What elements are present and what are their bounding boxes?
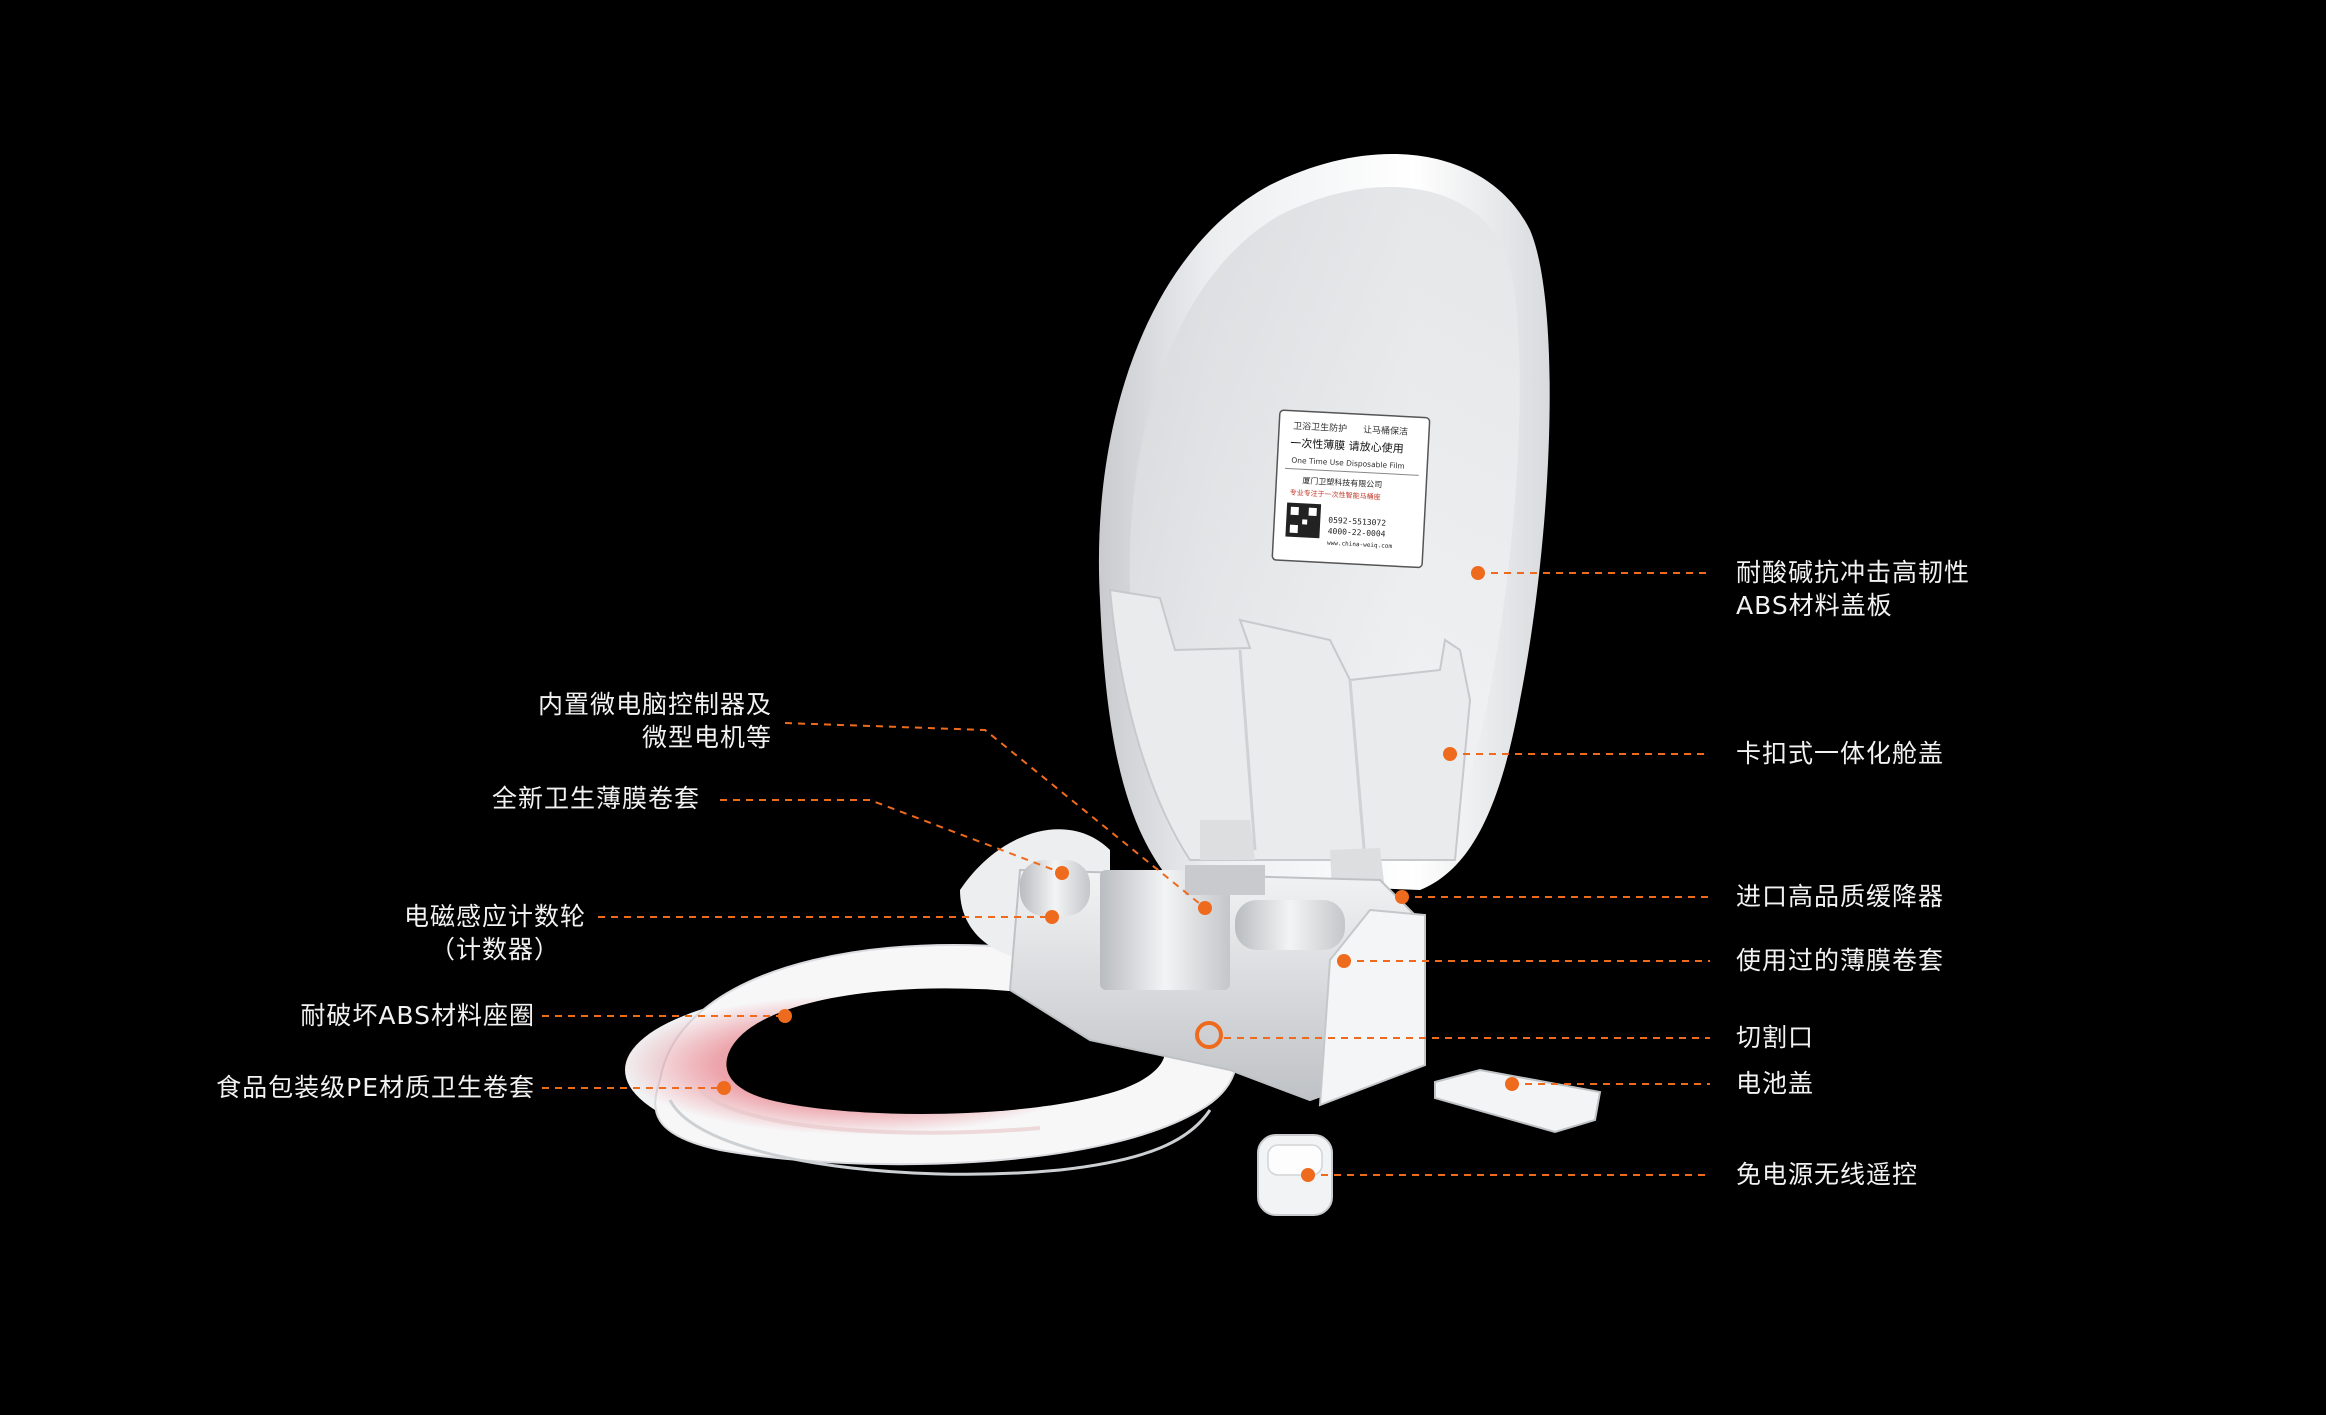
- label-lid-line2: ABS材料盖板: [1736, 591, 1893, 620]
- battery-cover: [1434, 1068, 1602, 1134]
- remote-control: [1257, 1134, 1333, 1216]
- label-controller: 内置微电脑控制器及 微型电机等: [500, 688, 772, 754]
- label-lid: 耐酸碱抗冲击高韧性 ABS材料盖板: [1736, 556, 1970, 622]
- seat-ring: [620, 944, 1238, 1176]
- label-pe-cover: 食品包装级PE材质卫生卷套: [216, 1073, 535, 1102]
- label-counter-line2: （计数器）: [429, 935, 560, 964]
- sticker-line1b: 让马桶保洁: [1363, 423, 1409, 437]
- sticker-line4: 厦门卫塑科技有限公司: [1302, 475, 1382, 489]
- label-cut-opening: 切割口: [1736, 1023, 1815, 1052]
- sticker-phone1: 0592-5513072: [1328, 516, 1386, 528]
- label-controller-line2: 微型电机等: [641, 723, 772, 752]
- label-remote: 免电源无线遥控: [1736, 1160, 1919, 1189]
- leader-lines: [542, 572, 1710, 1176]
- label-counter-line1: 电磁感应计数轮: [403, 902, 586, 931]
- sticker-phone2: 4000-22-0004: [1327, 527, 1385, 539]
- label-used-film: 使用过的薄膜卷套: [1736, 946, 1945, 975]
- label-damper: 进口高品质缓降器: [1736, 882, 1945, 911]
- label-film-roll: 全新卫生薄膜卷套: [491, 784, 700, 813]
- sticker-line1: 卫浴卫生防护: [1293, 420, 1348, 435]
- sticker-web: www.china-weiq.com: [1327, 540, 1393, 550]
- cut-opening-marker: [1195, 1021, 1223, 1049]
- product-sticker: 卫浴卫生防护 让马桶保洁 一次性薄膜 请放心使用 One Time Use Di…: [1271, 409, 1431, 569]
- label-battery-cover: 电池盖: [1736, 1069, 1815, 1098]
- label-lid-line1: 耐酸碱抗冲击高韧性: [1736, 558, 1971, 587]
- label-controller-line1: 内置微电脑控制器及: [537, 690, 772, 719]
- sticker-line2: 一次性薄膜 请放心使用: [1290, 436, 1404, 456]
- label-cabin-cover: 卡扣式一体化舱盖: [1736, 739, 1945, 768]
- label-counter: 电磁感应计数轮 （计数器）: [395, 900, 595, 966]
- label-seat-ring: 耐破坏ABS材料座圈: [300, 1001, 535, 1030]
- hinge-housing: [960, 829, 1426, 1107]
- leader-dots: [717, 566, 1519, 1182]
